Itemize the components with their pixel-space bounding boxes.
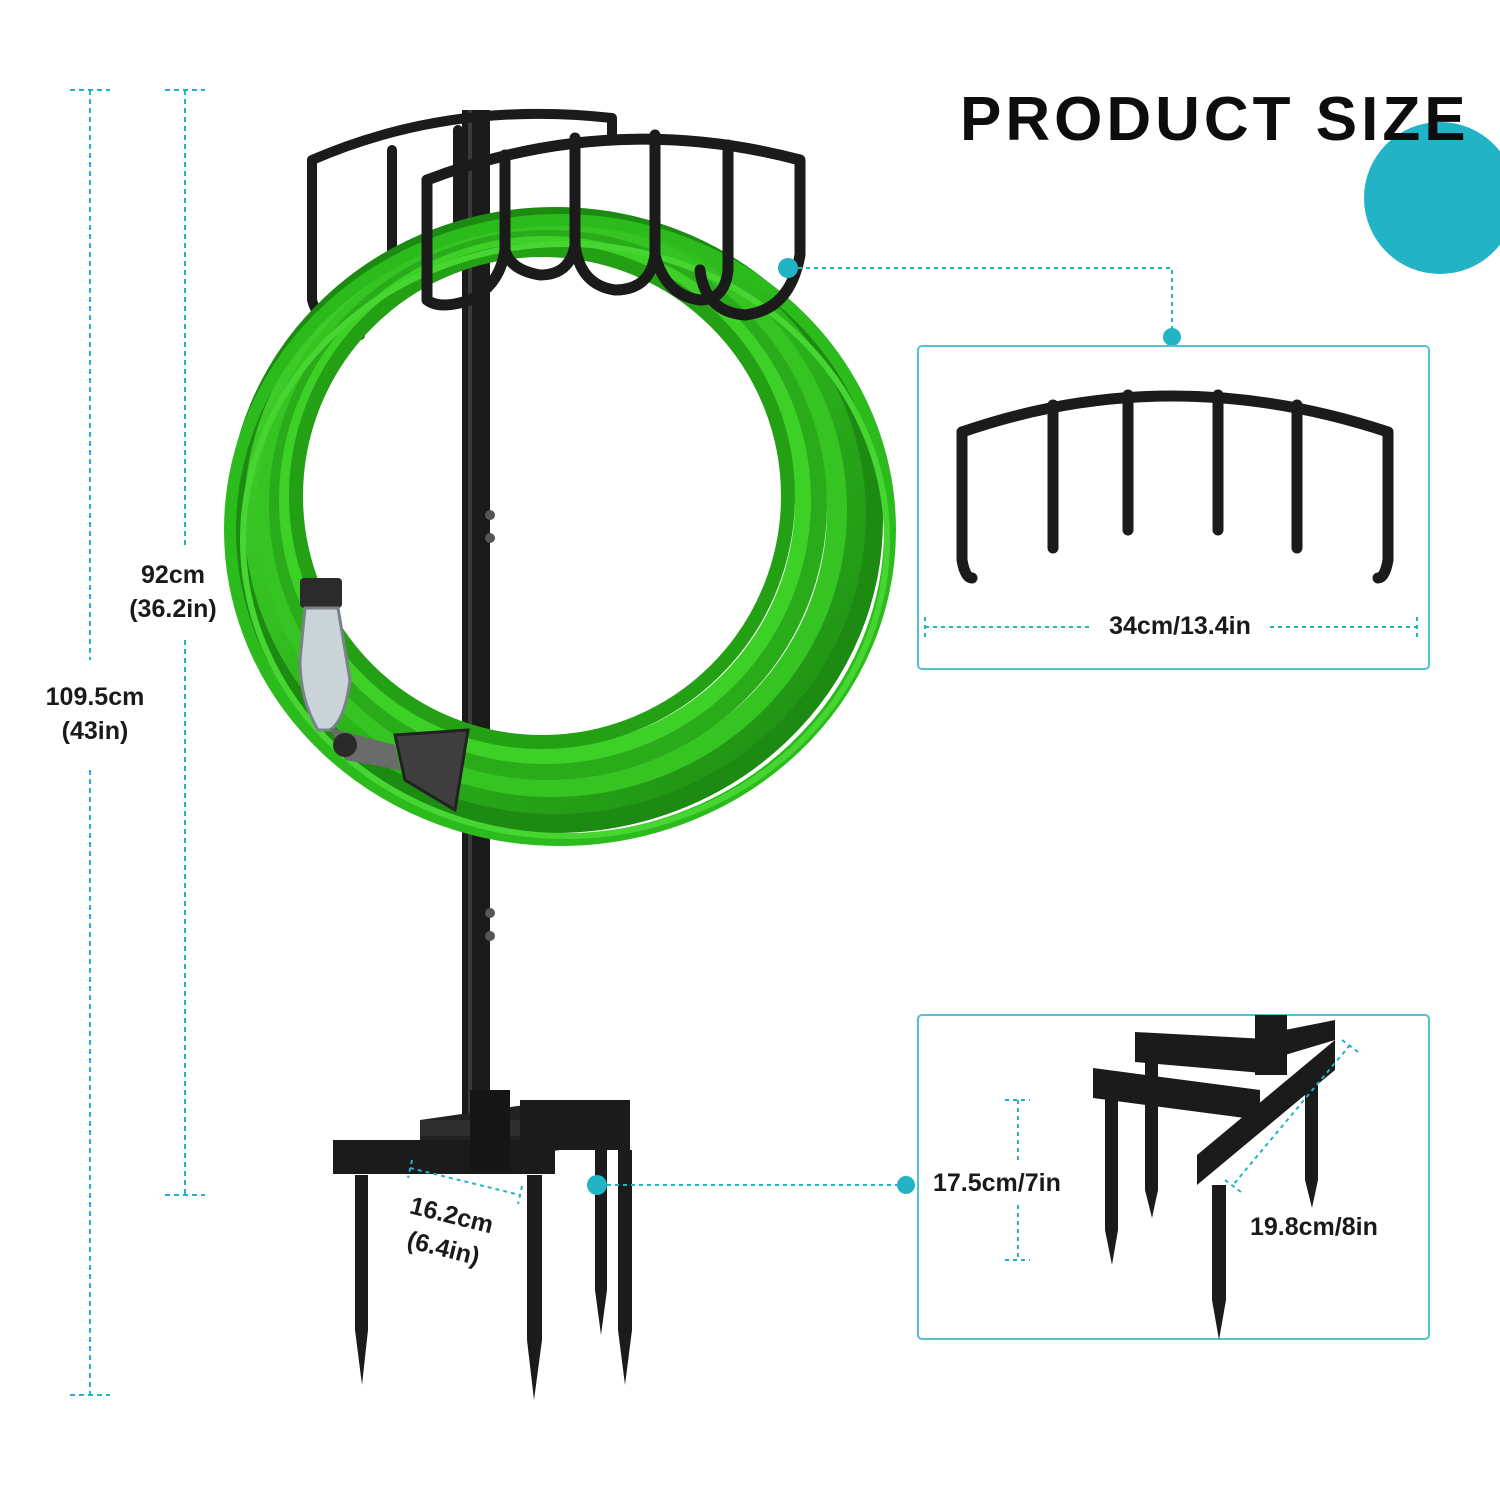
total-height-label: 109.5cm (43in) [30,680,160,748]
hook-detail-illustration [956,389,1394,584]
accent-circle [1364,122,1500,274]
total-height-in: (43in) [61,717,129,745]
front-hook [421,129,806,321]
hook-panel-dot [1163,328,1181,346]
spike-length-dimension-line [1005,1099,1030,1261]
base-callout-dot [587,1175,607,1195]
callout-connectors [607,267,1173,1186]
base-depth-dimension-line [1224,1039,1359,1193]
hook-callout-dot [778,258,798,278]
pole-height-label: 92cm (36.2in) [112,558,234,626]
pole-height-cm: 92cm [141,561,205,589]
pole [462,110,495,1150]
base-stand [333,1090,632,1400]
total-height-cm: 109.5cm [45,683,145,711]
pole-height-in: (36.2in) [129,595,217,623]
garden-hose [224,207,896,846]
base-detail-illustration [1093,1015,1335,1340]
spike-length-label: 17.5cm/7in [933,1169,1061,1197]
page-title: PRODUCT SIZE [960,85,1470,154]
hook-width-label: 34cm/13.4in [1109,612,1251,640]
spray-nozzle [298,578,470,813]
pole-height-dimension-line [165,89,205,1196]
base-panel-dot [897,1176,915,1194]
base-depth-label: 19.8cm/8in [1250,1213,1378,1241]
base-width-dimension-line [407,1159,523,1205]
hook-width-dimension-line [924,617,1418,637]
total-height-dimension-line [70,89,110,1396]
